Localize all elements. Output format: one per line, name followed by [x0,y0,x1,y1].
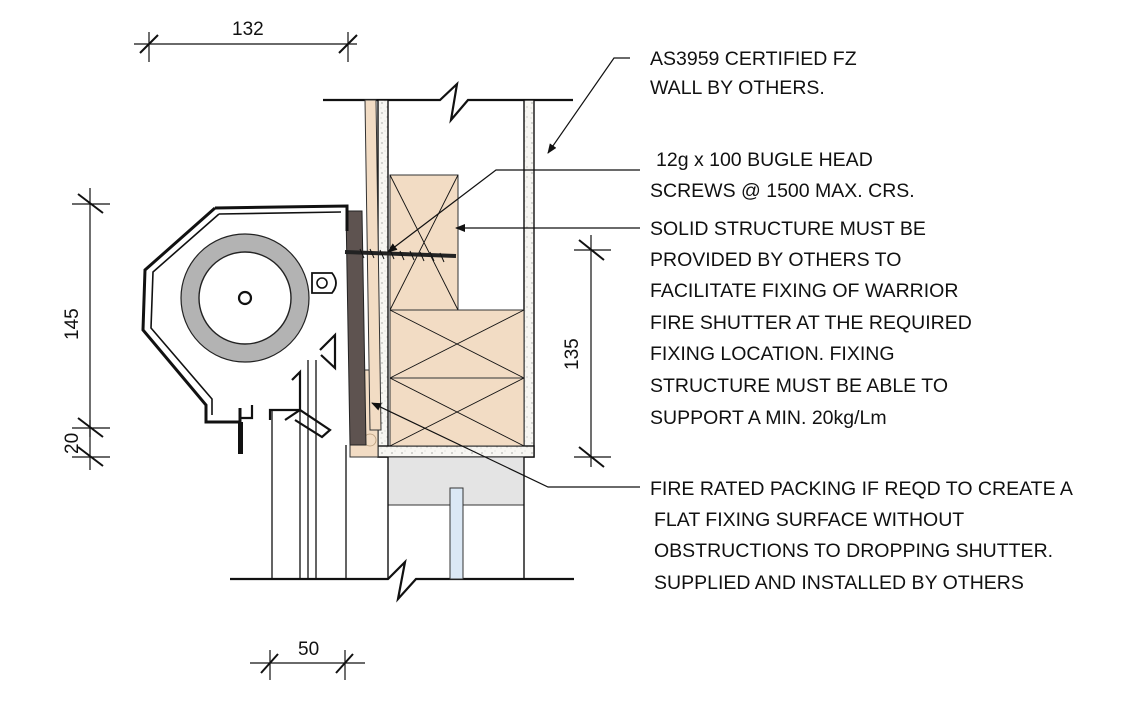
dimension-145: 145 [62,188,110,438]
note-structure-line-1: SOLID STRUCTURE MUST BE [650,218,926,240]
screw-leader [387,169,640,253]
note-packing-line-3: OBSTRUCTIONS TO DROPPING SHUTTER. [654,540,1053,562]
post [449,487,464,580]
bottom-plate [377,445,535,458]
fire-rated-packing [345,210,367,446]
dimension-132-label: 132 [232,19,264,40]
note-structure: SOLID STRUCTURE MUST BE PROVIDED BY OTHE… [650,218,972,429]
roller-drum [180,233,337,363]
note-structure-line-5: FIXING LOCATION. FIXING [650,343,895,365]
packing [345,99,382,446]
shutter-hood [141,204,349,454]
dimension-132: 132 [134,19,358,62]
note-wall-line-2: WALL BY OTHERS. [650,77,825,99]
dimension-145-label: 145 [62,308,83,340]
dimension-135: 135 [562,235,611,468]
note-structure-line-4: FIRE SHUTTER AT THE REQUIRED [650,312,972,334]
screw-shank [344,250,457,258]
note-wall: AS3959 CERTIFIED FZ WALL BY OTHERS. [650,48,857,99]
note-structure-line-6: STRUCTURE MUST BE ABLE TO [650,375,948,397]
bugle-head-screw [344,248,457,263]
dimension-50: 50 [250,639,365,680]
note-structure-line-2: PROVIDED BY OTHERS TO [650,249,901,271]
right-wall-lining [523,99,535,458]
note-packing-line-4: SUPPLIED AND INSTALLED BY OTHERS [654,572,1024,594]
packing-leader [371,402,640,488]
hood-inner [150,211,342,415]
dimension-20: 20 [62,420,110,470]
note-wall-line-1: AS3959 CERTIFIED FZ [650,48,857,70]
note-screws: 12g x 100 BUGLE HEAD SCREWS @ 1500 MAX. … [650,149,915,202]
wall [230,80,574,603]
leaders [371,57,640,488]
bottom-break-line [230,558,574,603]
note-packing: FIRE RATED PACKING IF REQD TO CREATE A F… [650,478,1073,594]
note-structure-line-3: FACILITATE FIXING OF WARRIOR [650,280,958,302]
axle [237,290,253,306]
dimension-50-label: 50 [298,639,319,660]
note-screws-line-2: SCREWS @ 1500 MAX. CRS. [650,180,915,202]
tilted-batten [364,99,382,431]
note-packing-line-1: FIRE RATED PACKING IF REQD TO CREATE A [650,478,1073,500]
note-packing-line-2: FLAT FIXING SURFACE WITHOUT [654,509,964,531]
note-screws-line-1: 12g x 100 BUGLE HEAD [656,149,873,171]
note-structure-line-7: SUPPORT A MIN. 20kg/Lm [650,407,887,429]
dimension-20-label: 20 [62,433,83,454]
wall-leader [547,57,630,154]
top-break-line [323,80,573,124]
dimension-135-label: 135 [562,338,583,370]
guide-rails [271,360,347,579]
